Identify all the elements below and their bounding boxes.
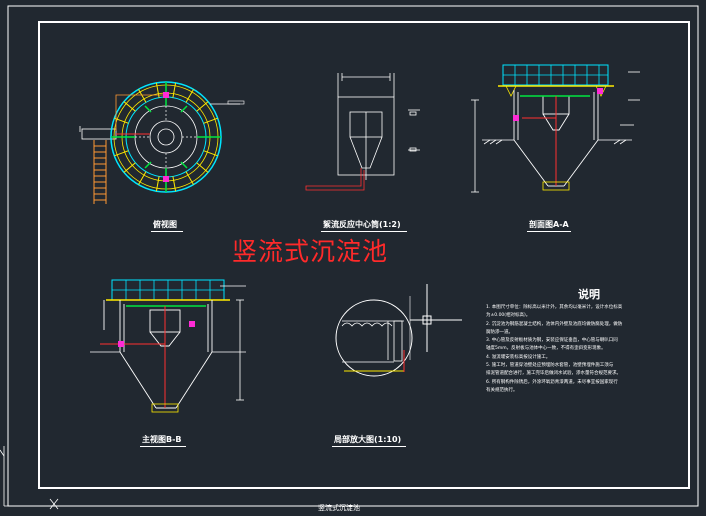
note-line: 排泥管道配合进行，施工完毕后做闭水试验，渗水量符合规范要求。 [486,371,621,377]
top-view-label: 俯视图 [153,220,177,229]
main-view-bb-drawing [90,279,246,413]
notes-title: 说明 [578,288,600,301]
note-line: 6. 所有钢构件除锈后，外涂环氧沥青漆两道，未尽事宜按国家现行 [486,379,618,385]
note-line: 2. 沉淀池为钢筋混凝土结构，池体内外壁及池底均做防腐处理，做防 [486,321,623,327]
detail-label: 局部放大图(1:10) [334,435,402,444]
ucs-icon [0,446,64,510]
note-line: 轴度5mm，反射板与池体中心一致，不得有歪斜变形现象。 [486,346,606,352]
center-pipe-underline [321,231,407,232]
note-line: 有关规范执行。 [486,387,518,393]
top-view-underline [151,231,183,232]
inner-frame-border [38,21,690,489]
note-line: 4. 溢流堰安装标高按设计施工。 [486,354,551,360]
detail-enlarged-drawing [335,284,462,377]
notes-list: 1. 本图尺寸单位：除标高以米计外，其余均以毫米计，设计水位标高 为±0.00(… [486,304,666,395]
main-view-bb-underline [140,446,186,447]
center-pipe-label: 絮流反应中心筒(1:2) [323,220,401,229]
section-aa-underline [527,231,571,232]
section-aa-drawing [471,64,640,193]
outer-sheet-border [7,5,699,507]
note-line: 3. 中心管及反射板材质为钢，安装应保证垂直，中心管与喇叭口同 [486,338,618,344]
note-line: 为±0.00(相对标高)。 [486,313,531,319]
section-aa-label: 剖面图A-A [529,220,569,229]
top-view-drawing [79,81,245,204]
drawing-main-title: 竖流式沉淀池 [232,237,389,266]
detail-underline [332,446,406,447]
note-line: 1. 本图尺寸单位：除标高以米计外，其余均以毫米计，设计水位标高 [486,305,623,310]
main-view-bb-label: 主视图B-B [142,435,182,444]
note-line: 5. 施工时，管道穿池壁处应预埋防水套管，池壁预埋件施工须与 [486,363,614,369]
center-pipe-drawing [305,73,420,191]
note-line: 腐防渗一道。 [486,329,513,335]
sheet-footer-title: 竖流式沉淀池 [318,504,360,512]
